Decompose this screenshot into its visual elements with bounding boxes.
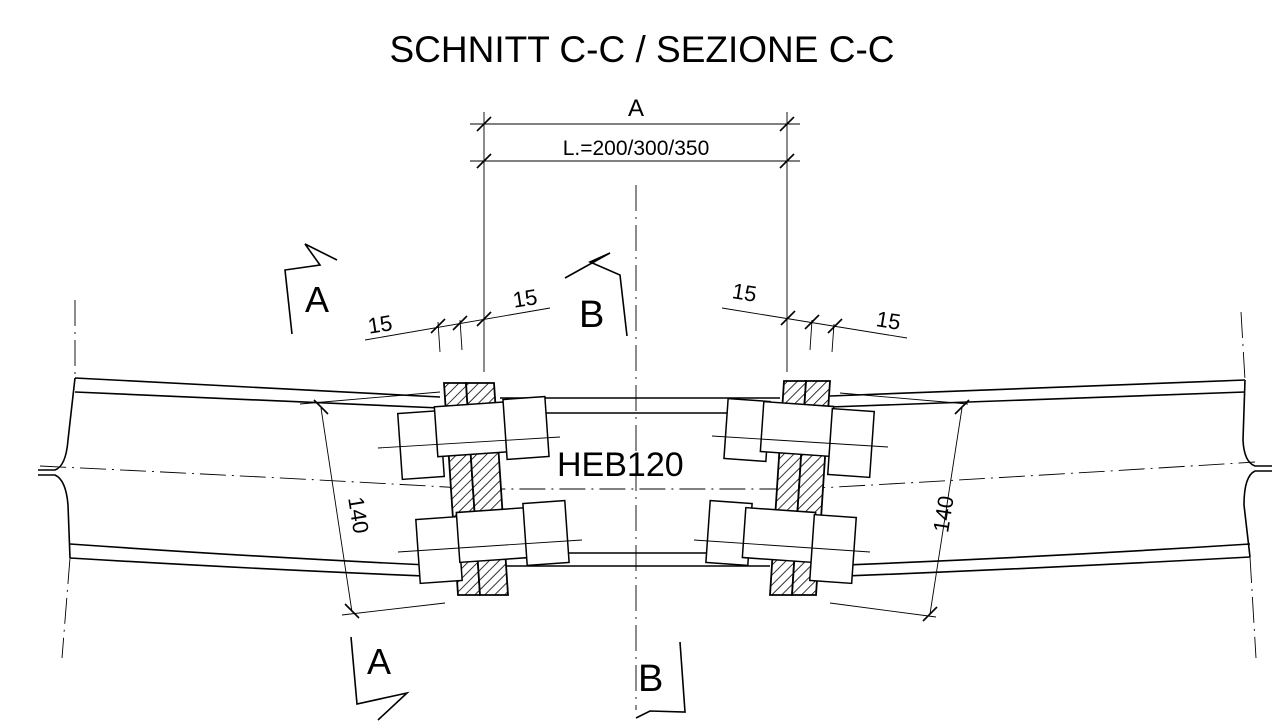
section-marker-b-bottom	[635, 641, 686, 719]
left-gap-outer-label: 15	[366, 310, 394, 339]
left-gap-inner-label: 15	[511, 284, 539, 313]
profile-label: HEB120	[557, 446, 684, 484]
left-bolts	[377, 395, 583, 585]
section-b-bottom-label: B	[638, 658, 663, 700]
drawing-title: SCHNITT C-C / SEZIONE C-C	[390, 29, 895, 70]
left-height-dimension	[299, 391, 446, 619]
dimension-length-label: L.=200/300/350	[563, 137, 710, 160]
right-gap-outer-label: 15	[874, 306, 902, 335]
left-height-label: 140	[343, 495, 373, 535]
top-dimensions	[470, 112, 800, 372]
dimension-a-label: A	[628, 95, 644, 122]
right-gap-inner-label: 15	[730, 278, 758, 307]
left-gap-dimensions	[364, 307, 551, 353]
section-a-top-label: A	[305, 279, 329, 320]
right-bolts	[693, 397, 889, 585]
section-marker-a-bottom	[350, 636, 410, 721]
right-height-dimension	[829, 392, 970, 622]
section-a-bottom-label: A	[367, 641, 391, 682]
right-gap-dimensions	[721, 307, 908, 353]
right-height-label: 140	[928, 494, 958, 534]
section-marker-b-top	[564, 252, 628, 337]
section-marker-a-top	[284, 243, 338, 335]
right-arch-beam	[819, 311, 1272, 659]
section-b-top-label: B	[579, 294, 604, 336]
left-arch-beam	[38, 300, 451, 659]
